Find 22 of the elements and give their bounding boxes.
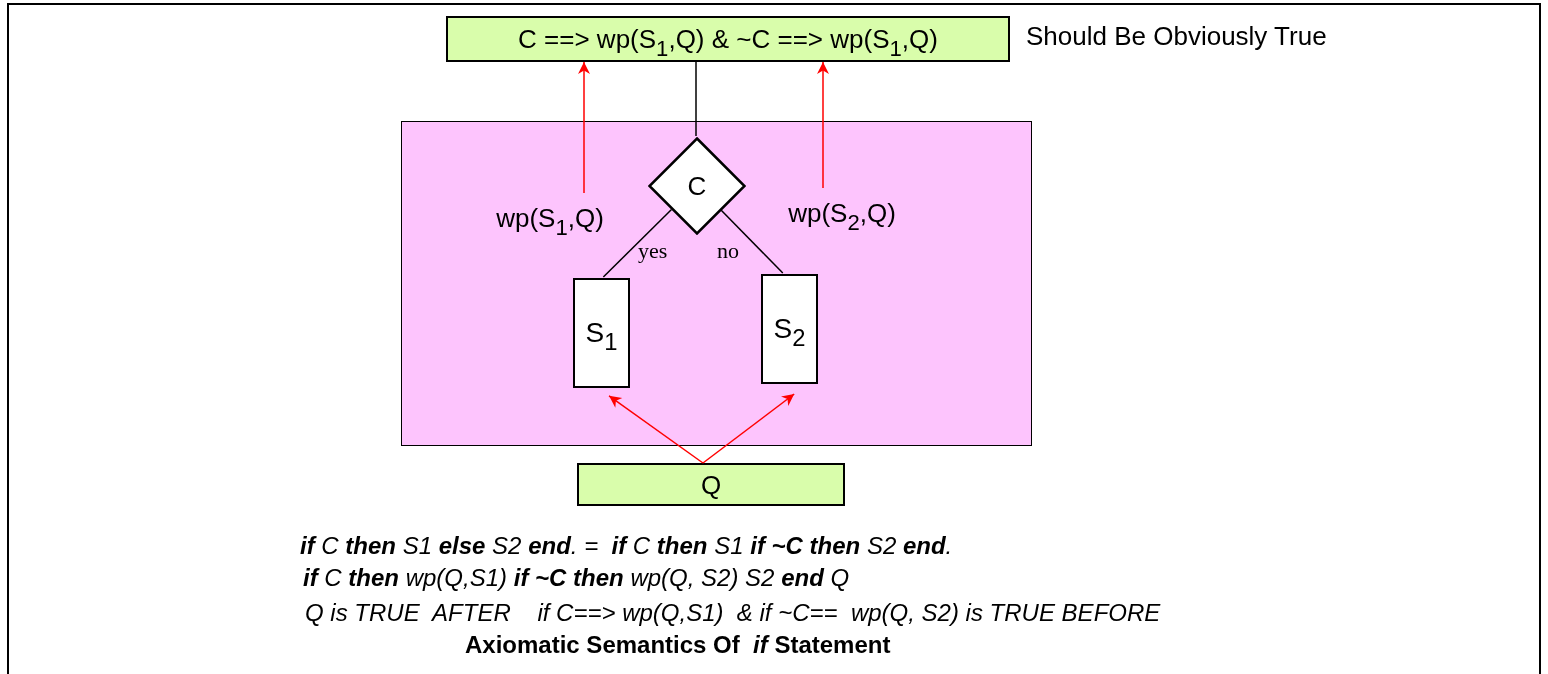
note-text: Q is TRUE AFTER if C==> wp(Q,S1) & if ~C== wp(Q, S2) is TRUE BEFORE	[305, 599, 1161, 627]
arrow	[608, 395, 704, 464]
decision-diamond	[648, 137, 746, 235]
postcondition-box	[577, 463, 845, 506]
edge-label: yes	[638, 238, 668, 264]
note-text: if C then S1 else S2 end. = if C then S1 if ~C then S2 end.	[300, 532, 953, 560]
connector-line	[719, 208, 784, 274]
note-text: if C then wp(Q,S1) if ~C then wp(Q, S2) S2 end Q	[303, 564, 850, 592]
statement-box	[761, 274, 818, 384]
formula-box	[446, 16, 1010, 62]
edge-label: no	[717, 238, 739, 264]
arrow	[702, 393, 795, 464]
condition-label: C	[687, 173, 707, 199]
arrow	[578, 61, 590, 194]
node-text: Q	[700, 471, 722, 498]
connector-line	[695, 61, 697, 137]
caption: Axiomatic Semantics Of if Statement	[465, 631, 891, 659]
arrow	[817, 61, 829, 189]
region-background	[401, 121, 1032, 446]
statement-box	[573, 278, 630, 388]
note-text: Should Be Obviously True	[1026, 22, 1327, 52]
connector-line	[602, 208, 673, 278]
